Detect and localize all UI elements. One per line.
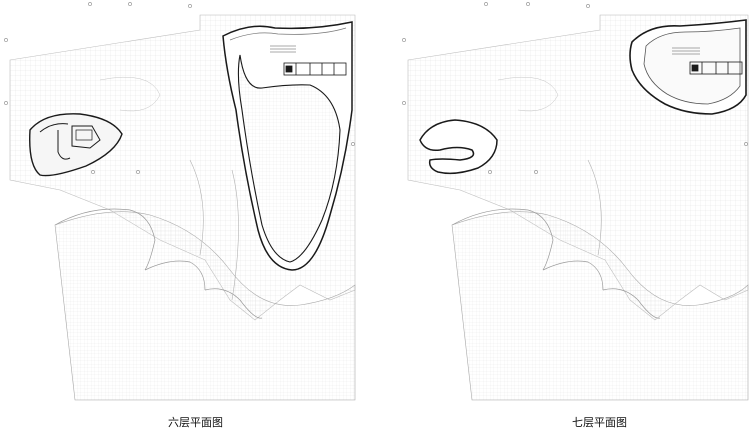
terrace-contour xyxy=(587,159,602,256)
terrace-contour xyxy=(189,159,204,256)
stair-north-wing xyxy=(672,47,700,55)
teardrop-void xyxy=(237,54,341,263)
slab-inner-edge xyxy=(229,27,347,41)
terrace-contour xyxy=(602,288,661,319)
terrain-mesh-lower xyxy=(451,211,749,401)
terrace-contour xyxy=(542,260,604,291)
inner-wall-west-pod xyxy=(39,123,101,160)
grid-markers xyxy=(402,2,748,174)
seventh-floor-plan xyxy=(402,2,749,401)
terrace-contour xyxy=(54,208,156,271)
room-block-north-wing xyxy=(283,62,347,76)
terrain-mesh-lower xyxy=(54,211,356,401)
seventh-floor-caption: 七层平面图 xyxy=(572,416,627,429)
terrace-contour xyxy=(497,76,559,112)
sixth-floor-caption: 六层平面图 xyxy=(168,416,223,429)
terrace-contour xyxy=(144,260,206,291)
terrace-contour xyxy=(99,76,161,112)
room-block-north-wing xyxy=(689,61,743,75)
stair-north-wing xyxy=(270,45,296,53)
roof-pod-west xyxy=(419,119,498,175)
terrace-contour xyxy=(451,208,554,271)
terrace-contour xyxy=(231,169,239,301)
core-rooms-west-pod xyxy=(75,129,93,141)
sixth-floor-plan xyxy=(4,2,356,401)
floor-slab-west-pod xyxy=(29,113,123,177)
grid-markers xyxy=(4,2,355,174)
terrace-contour xyxy=(204,288,263,319)
